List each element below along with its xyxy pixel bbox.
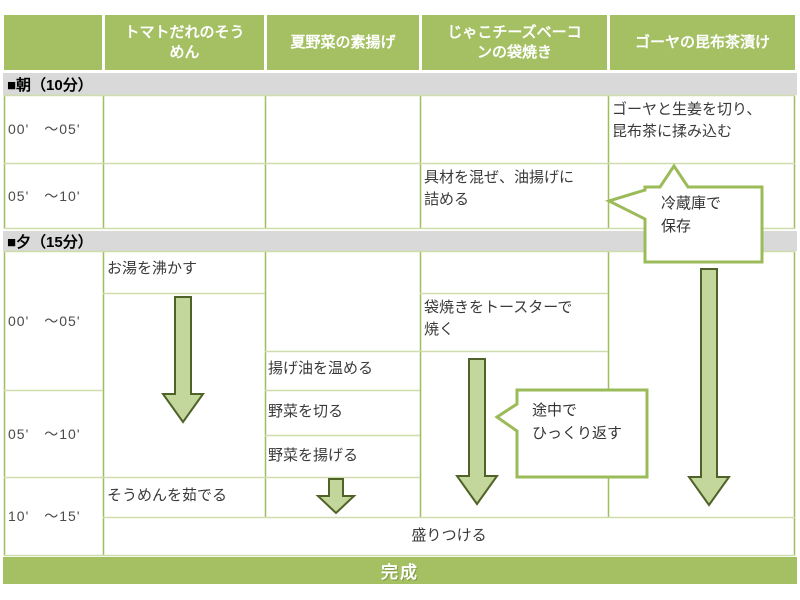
- step-boil-water: お湯を沸かす: [107, 260, 198, 277]
- down-arrow-somen-water: [161, 296, 205, 424]
- header-dish-tomato-somen: トマトだれのそう めん: [105, 15, 264, 70]
- callout-flip-text: 途中で ひっくり返す: [532, 402, 623, 443]
- down-arrow-fried-vegetables: [315, 478, 357, 515]
- done-band: 完成: [3, 557, 797, 584]
- time-label-evening-10-15: 10' 〜15': [8, 508, 81, 524]
- step-cut-vegetables: 野菜を切る: [268, 403, 344, 420]
- step-boil-somen: そうめんを茹でる: [107, 487, 228, 504]
- time-label-morning-00-05: 00' 〜05': [8, 121, 81, 137]
- time-label-evening-05-10: 05' 〜10': [8, 425, 81, 442]
- callout-fridge-text: 冷蔵庫で 保存: [661, 195, 722, 236]
- time-label-evening-00-05: 00' 〜05': [8, 312, 81, 329]
- step-plate-up: 盛りつける: [411, 527, 487, 545]
- section-evening-band: ■夕（15分）: [3, 231, 797, 251]
- down-arrow-goya-rest: [687, 268, 731, 507]
- step-jako-fill: 具材を混ぜ、油揚げに 詰める: [424, 169, 575, 208]
- section-morning-band: ■朝（10分）: [3, 73, 797, 95]
- header-dish-fried-vegetables: 夏野菜の素揚げ: [267, 15, 419, 70]
- header-corner-cell: [4, 15, 102, 70]
- step-toaster-bake: 袋焼きをトースターで 焼く: [424, 299, 573, 338]
- time-label-morning-05-10: 05' 〜10': [8, 188, 81, 204]
- step-goya-cut: ゴーヤと生姜を切り、 昆布茶に揉み込む: [612, 101, 762, 140]
- header-dish-jako-cheese-bacon: じゃこチーズベーコ ンの袋焼き: [422, 15, 607, 70]
- header-dish-goya-pickle: ゴーヤの昆布茶漬け: [610, 15, 795, 70]
- down-arrow-toaster-bake: [455, 358, 499, 506]
- step-heat-oil: 揚げ油を温める: [268, 360, 374, 377]
- step-fry-vegetables: 野菜を揚げる: [268, 447, 359, 464]
